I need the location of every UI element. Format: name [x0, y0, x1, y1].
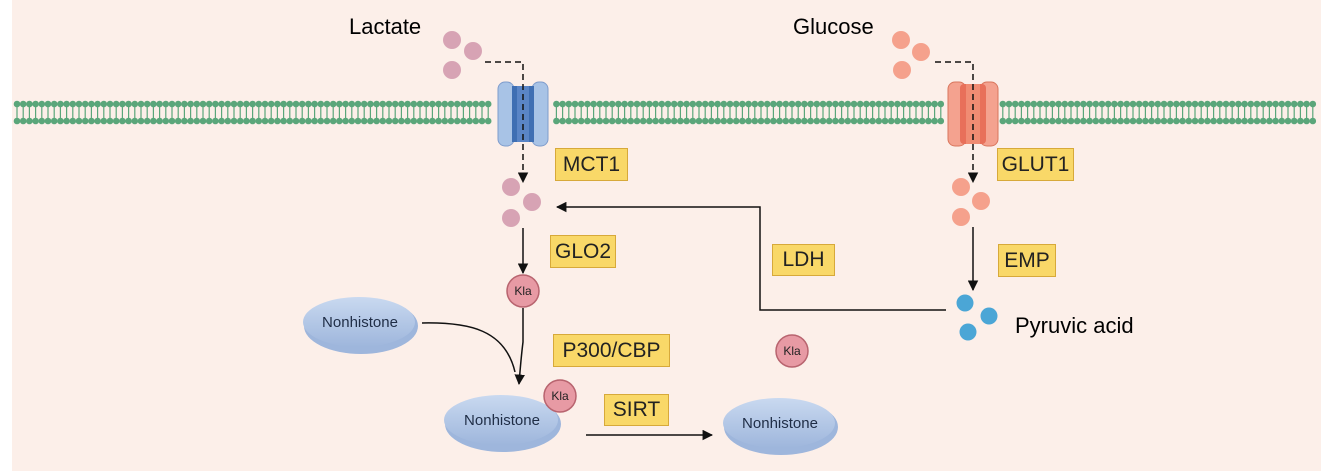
cell-membrane: [13, 100, 1317, 125]
cell-background: [12, 0, 1321, 471]
kla-1-label: Kla: [514, 284, 532, 298]
mct1-box: MCT1: [555, 148, 628, 181]
pyruvate-to-lactate-arrow: [555, 201, 946, 311]
glucose-molecules-outside: [892, 31, 930, 79]
kla-2-shape: [543, 379, 577, 413]
nonhistone-2-label: Nonhistone: [464, 411, 540, 429]
p300-cbp-box: P300/CBP: [553, 334, 670, 367]
lactate-molecules-inside: [502, 178, 541, 227]
lactate-molecules-outside: [443, 31, 482, 79]
kla-2-label: Kla: [551, 389, 569, 403]
glucose-molecules-inside: [952, 178, 990, 226]
kla-3-label: Kla: [783, 344, 801, 358]
pyruvic-acid-molecules: [956, 294, 998, 341]
ldh-box: LDH: [772, 244, 835, 276]
glo2-box: GLO2: [550, 235, 616, 268]
pyruvic-acid-label: Pyruvic acid: [1015, 313, 1134, 338]
sirt-box: SIRT: [604, 394, 669, 426]
nonhistone-1-label: Nonhistone: [322, 313, 398, 331]
glut1-box: GLUT1: [997, 148, 1074, 181]
nonhistone-to-lactylation-arrow: [421, 322, 516, 373]
emp-box: EMP: [998, 244, 1056, 277]
lactate-label: Lactate: [349, 14, 422, 39]
mct1-channel-icon: [497, 81, 549, 147]
kla-1-shape: [506, 274, 540, 308]
kla-to-nonhistone-arrow: [514, 308, 525, 386]
kla-3-shape: [775, 334, 809, 368]
glucose-label: Glucose: [793, 14, 874, 39]
glucose-import-arrow: [935, 61, 979, 184]
nonhistone-3-label: Nonhistone: [742, 414, 818, 432]
lactate-import-arrow: [485, 61, 529, 184]
